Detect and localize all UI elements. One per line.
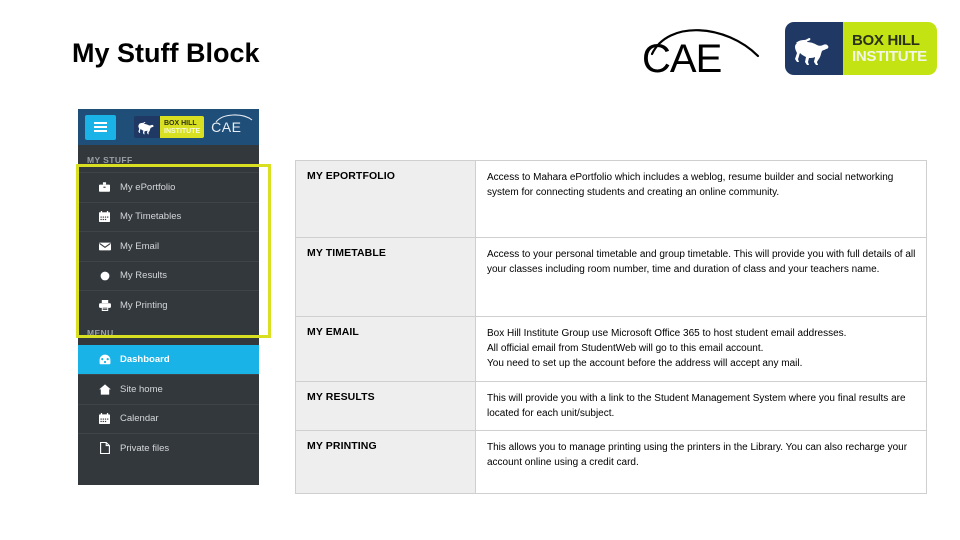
row-description: This will provide you with a link to the… [475,380,927,431]
row-description: Access to your personal timetable and gr… [475,237,927,317]
sidebar-item-dashboard[interactable]: Dashboard [78,344,259,374]
navbar-bhi-line2: INSTITUTE [164,127,201,135]
sidebar-item-my-results[interactable]: My Results [78,260,259,290]
moodle-screenshot-panel: BOX HILL INSTITUTE CAE MY STUFF My ePort… [78,109,259,485]
sidebar-label: Calendar [120,413,159,425]
sidebar-label: Dashboard [120,354,170,366]
navbar-cae-text: CAE [211,119,242,135]
block-my-stuff: MY STUFF My ePortfolio My Timetables My … [78,145,259,320]
cae-arc-icon [215,114,253,123]
navbar-box-hill-logo[interactable]: BOX HILL INSTITUTE [134,116,205,138]
home-icon [97,384,112,395]
navbar-bhi-wordmark: BOX HILL INSTITUTE [160,116,205,138]
table-row: MY EMAIL Box Hill Institute Group use Mi… [295,316,927,382]
bhi-line2: INSTITUTE [852,47,927,65]
table-row: MY PRINTING This allows you to manage pr… [295,429,927,494]
moodle-navbar: BOX HILL INSTITUTE CAE [78,109,259,145]
hamburger-menu-button[interactable] [85,114,116,140]
row-label: MY RESULTS [295,380,476,431]
cae-logo: CAE [634,18,766,78]
sidebar-label: My Printing [120,299,168,311]
bhi-wordmark: BOX HILL INSTITUTE [843,22,937,75]
printer-icon [97,299,112,311]
bhi-line1: BOX HILL [852,32,920,50]
table-row: MY RESULTS This will provide you with a … [295,380,927,431]
row-label: MY PRINTING [295,429,476,494]
sidebar-label: My Results [120,270,167,282]
sidebar-label: Site home [120,383,163,395]
my-stuff-feature-table: MY EPORTFOLIO Access to Mahara ePortfoli… [295,160,927,494]
box-hill-institute-logo: BOX HILL INSTITUTE [785,22,937,75]
dashboard-icon [97,354,112,365]
navbar-horse-icon [134,116,160,138]
calendar-icon [97,211,112,223]
row-description: Access to Mahara ePortfolio which includ… [475,160,927,238]
navbar-cae-logo[interactable]: CAE [211,114,253,135]
sidebar-label: My Email [120,240,160,252]
envelope-icon [97,242,112,251]
svg-text:CAE: CAE [642,37,721,78]
horse-icon [795,37,829,65]
row-description: Box Hill Institute Group use Microsoft O… [475,316,927,382]
sidebar-item-my-printing[interactable]: My Printing [78,290,259,320]
block-menu: MENU Dashboard Site home Calendar Privat… [78,319,259,463]
calendar-icon [97,413,112,425]
sidebar-item-private-files[interactable]: Private files [78,433,259,463]
sidebar-item-site-home[interactable]: Site home [78,374,259,404]
block-header-menu: MENU [78,319,259,345]
sidebar-item-my-timetables[interactable]: My Timetables [78,201,259,231]
briefcase-icon [97,182,112,192]
bhi-horse-panel [785,22,843,75]
sidebar-label: My Timetables [120,211,182,223]
sidebar-label: My ePortfolio [120,181,176,193]
row-label: MY EMAIL [295,316,476,382]
navbar-bhi-line1: BOX HILL [164,120,197,128]
sidebar-item-my-email[interactable]: My Email [78,231,259,261]
page-title: My Stuff Block [72,38,260,68]
sidebar-item-my-eportfolio[interactable]: My ePortfolio [78,172,259,202]
row-label: MY EPORTFOLIO [295,160,476,238]
table-row: MY EPORTFOLIO Access to Mahara ePortfoli… [295,160,927,238]
table-row: MY TIMETABLE Access to your personal tim… [295,237,927,317]
sidebar-label: Private files [120,442,170,454]
row-label: MY TIMETABLE [295,237,476,317]
file-icon [97,442,112,455]
row-description: This allows you to manage printing using… [475,429,927,494]
block-header-my-stuff: MY STUFF [78,147,259,172]
circle-icon [97,271,112,281]
sidebar-item-calendar[interactable]: Calendar [78,403,259,433]
